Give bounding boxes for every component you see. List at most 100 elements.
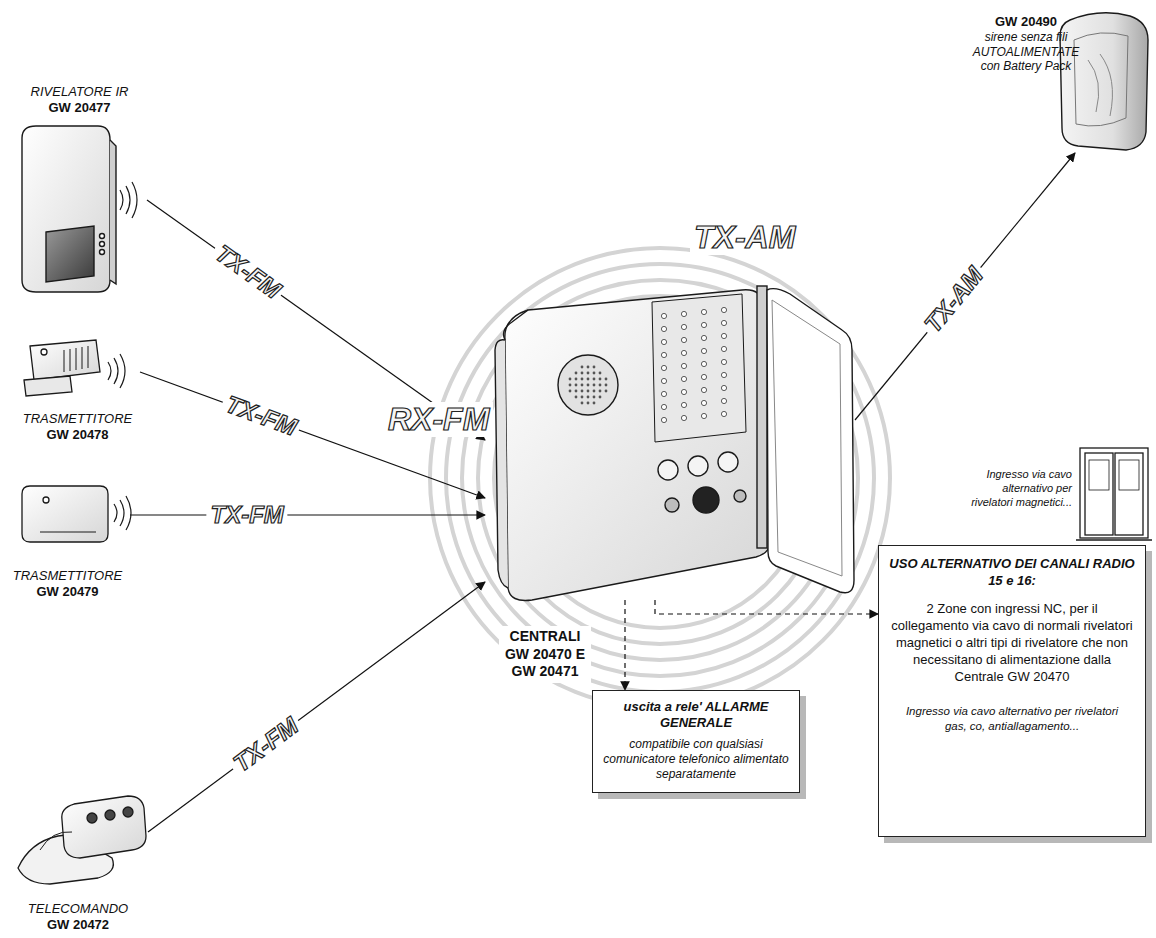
speaker-hole bbox=[587, 402, 590, 405]
illustration-part bbox=[1115, 453, 1143, 535]
speaker-hole bbox=[575, 372, 578, 375]
box-heading: USO ALTERNATIVO DEI CANALI RADIO 15 e 16… bbox=[889, 556, 1135, 590]
illustration-part bbox=[495, 340, 508, 588]
led-dot bbox=[701, 400, 706, 405]
speaker-hole bbox=[605, 384, 608, 387]
speaker-hole bbox=[593, 378, 596, 381]
connector bbox=[655, 600, 878, 614]
led-dot bbox=[721, 359, 726, 364]
led-dot bbox=[661, 378, 666, 383]
illustration-part bbox=[30, 340, 100, 380]
connector bbox=[855, 153, 1075, 420]
transmitter-node: TRASMETTITOREGW 20479 bbox=[5, 475, 130, 600]
led-dot bbox=[701, 374, 706, 379]
magnetic-transmitter bbox=[24, 340, 125, 396]
product-code: GW 20478 bbox=[15, 427, 140, 443]
speaker-hole bbox=[569, 390, 572, 393]
illustration-part bbox=[1060, 13, 1148, 150]
speaker-hole bbox=[593, 366, 596, 369]
product-code: GW 20472 bbox=[8, 917, 148, 933]
led-dot bbox=[721, 333, 726, 338]
product-code: GW 20490 bbox=[965, 14, 1087, 30]
illustration-part bbox=[734, 490, 746, 502]
speaker-hole bbox=[599, 372, 602, 375]
illustration-part bbox=[772, 300, 842, 576]
ir-detector-node: RIVELATORE IRGW 20477 bbox=[12, 84, 147, 294]
door-icon bbox=[1076, 448, 1152, 540]
speaker-hole bbox=[587, 366, 590, 369]
illustration-part bbox=[652, 294, 746, 442]
illustration-part bbox=[767, 289, 854, 593]
illustration-part bbox=[665, 498, 679, 512]
led-dot bbox=[681, 350, 686, 355]
speaker-hole bbox=[575, 384, 578, 387]
illustration-part bbox=[688, 456, 708, 476]
illustration-part bbox=[41, 349, 47, 355]
speaker-hole bbox=[593, 390, 596, 393]
speaker-hole bbox=[605, 378, 608, 381]
illustration-part bbox=[1088, 54, 1112, 116]
led-dot bbox=[701, 348, 706, 353]
speaker-hole bbox=[581, 366, 584, 369]
radio-ring bbox=[462, 280, 858, 676]
illustration-part bbox=[43, 497, 49, 503]
device-name: TELECOMANDO bbox=[8, 901, 148, 917]
led-dot bbox=[661, 339, 666, 344]
illustration-part bbox=[24, 376, 72, 396]
connector bbox=[130, 514, 485, 515]
signal-label: TX-AM bbox=[690, 220, 799, 255]
edge-label: TX-AM bbox=[917, 259, 991, 341]
transmitter-node: TRASMETTITOREGW 20478 bbox=[15, 325, 140, 443]
speaker-hole bbox=[581, 396, 584, 399]
contact-transmitter bbox=[22, 486, 131, 542]
speaker-hole bbox=[581, 378, 584, 381]
led-dot bbox=[721, 346, 726, 351]
led-dot bbox=[701, 322, 706, 327]
illustration-part bbox=[718, 452, 738, 472]
illustration-part bbox=[87, 813, 97, 823]
illustration-part bbox=[105, 810, 115, 820]
led-dot bbox=[721, 307, 726, 312]
speaker-hole bbox=[593, 396, 596, 399]
illustration-part bbox=[100, 242, 105, 247]
illustration-part bbox=[100, 250, 105, 255]
device-name: TRASMETTITORE bbox=[5, 568, 130, 584]
led-dot bbox=[681, 324, 686, 329]
illustration-part bbox=[658, 460, 678, 480]
illustration-part bbox=[1080, 448, 1148, 538]
illustration-part bbox=[62, 796, 146, 858]
illustration-part bbox=[100, 234, 105, 239]
led-dot bbox=[721, 398, 726, 403]
led-dot bbox=[701, 387, 706, 392]
siren-node: GW 20490sirene senza fili AUTOALIMENTATE… bbox=[965, 8, 1150, 153]
speaker-hole bbox=[587, 390, 590, 393]
illustration-part bbox=[757, 286, 767, 548]
illustration-part bbox=[504, 310, 528, 340]
led-dot bbox=[681, 402, 686, 407]
speaker-hole bbox=[593, 402, 596, 405]
led-dot bbox=[681, 415, 686, 420]
illustration-part bbox=[114, 496, 131, 530]
device-name: RIVELATORE IR bbox=[12, 84, 147, 100]
connector bbox=[148, 582, 485, 832]
led-dot bbox=[701, 413, 706, 418]
speaker-hole bbox=[569, 384, 572, 387]
speaker-hole bbox=[599, 378, 602, 381]
speaker-hole bbox=[581, 402, 584, 405]
led-dot bbox=[681, 311, 686, 316]
illustration-part bbox=[40, 532, 96, 533]
speaker-hole bbox=[569, 378, 572, 381]
edge-label: TX-FM bbox=[208, 238, 290, 307]
led-dot bbox=[681, 389, 686, 394]
speaker-hole bbox=[605, 390, 608, 393]
relay-output-box: uscita a rele' ALLARME GENERALEcompatibi… bbox=[592, 690, 800, 793]
led-dot bbox=[661, 352, 666, 357]
device-name: TRASMETTITORE bbox=[15, 411, 140, 427]
box-note: Ingresso via cavo alternativo per rivela… bbox=[889, 704, 1135, 734]
illustration-part bbox=[123, 807, 133, 817]
box-body: 2 Zone con ingressi NC, per il collegame… bbox=[889, 600, 1135, 686]
led-dot bbox=[721, 411, 726, 416]
door-note: Ingresso via cavo alternativo per rivela… bbox=[962, 468, 1072, 509]
product-code: GW 20477 bbox=[12, 100, 147, 116]
led-grid bbox=[661, 307, 726, 422]
